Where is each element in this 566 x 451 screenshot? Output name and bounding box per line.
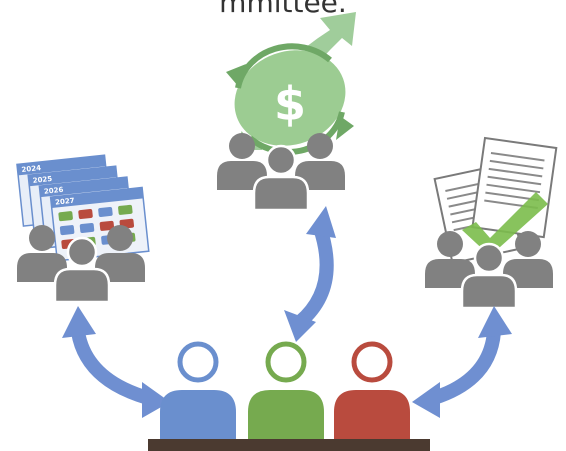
person-blue [160,341,236,440]
checkmark-icon [462,192,548,256]
arrow-head [142,382,170,418]
committee-table [148,439,430,451]
person-red [334,341,410,440]
arrow-right-link [431,331,501,405]
caption-text: mmittee. [219,0,347,19]
arrow-head [478,306,512,338]
arrow-head [412,382,440,418]
arrow-head [62,306,96,338]
arrow-head [306,206,336,238]
calendar-year-2026: 2026 [44,186,64,196]
dollar-sign: $ [274,77,306,131]
arrow-head [284,310,316,342]
calendar-year-2024: 2024 [21,164,41,174]
calendar-icon: 2024 2025 2026 2027 [16,154,150,262]
arrow-left-link [71,330,151,405]
person-green [248,341,324,440]
calendar-year-2027: 2027 [55,197,75,207]
calendar-year-2025: 2025 [32,175,52,185]
money-growth-icon: $ [226,12,356,155]
arrow-top-link [295,225,334,328]
approved-documents-icon [433,136,558,265]
